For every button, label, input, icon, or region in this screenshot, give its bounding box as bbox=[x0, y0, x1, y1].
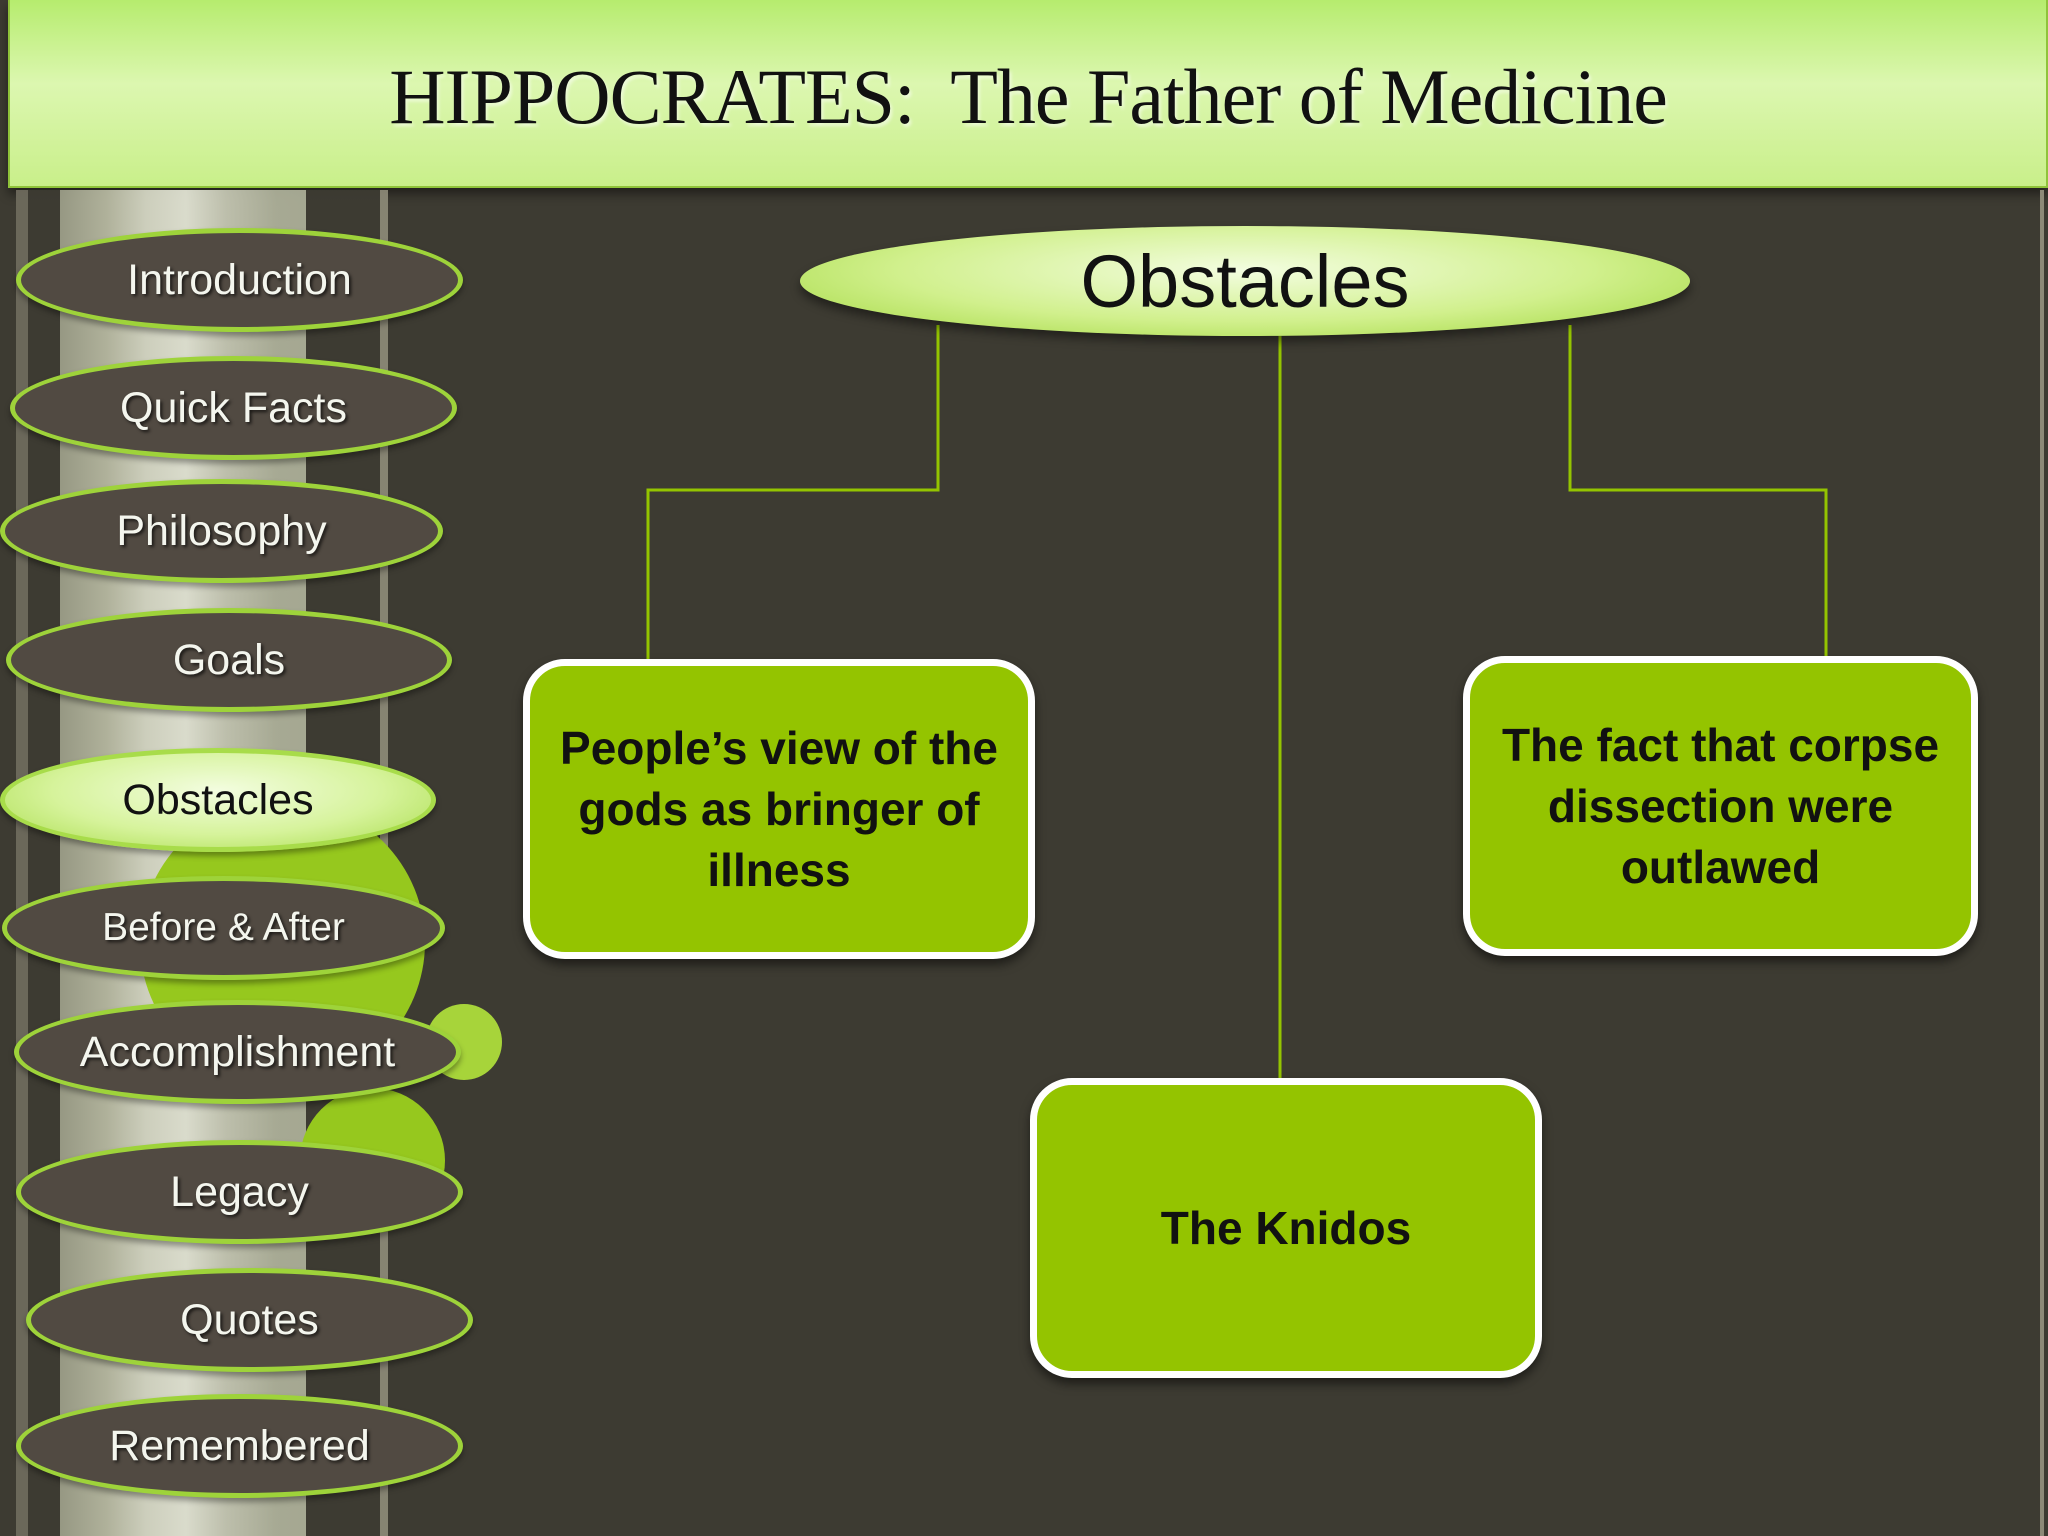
diagram-root-node: Obstacles bbox=[800, 226, 1690, 336]
nav-item-quick-facts[interactable]: Quick Facts bbox=[10, 356, 457, 460]
connector-right bbox=[1568, 325, 1828, 660]
node-label: The Knidos bbox=[1160, 1201, 1412, 1254]
nav-item-remembered[interactable]: Remembered bbox=[16, 1394, 463, 1498]
nav-item-legacy[interactable]: Legacy bbox=[16, 1140, 463, 1244]
nav-label: Before & After bbox=[102, 906, 345, 949]
nav-label: Introduction bbox=[127, 255, 352, 304]
nav-item-quotes[interactable]: Quotes bbox=[26, 1268, 473, 1372]
nav-item-philosophy[interactable]: Philosophy bbox=[0, 479, 443, 583]
node-label: The fact that corpse dissection were out… bbox=[1501, 718, 1940, 893]
nav-label: Quick Facts bbox=[120, 383, 347, 432]
nav-label: Obstacles bbox=[122, 775, 314, 824]
node-label: People’s view of the gods as bringer of … bbox=[560, 721, 998, 896]
slide-title: HIPPOCRATES: The Father of Medicine bbox=[389, 53, 1668, 140]
decorative-edge bbox=[2040, 190, 2044, 1536]
nav-label: Accomplishment bbox=[79, 1027, 396, 1076]
nav-label: Quotes bbox=[180, 1295, 319, 1344]
nav-label: Legacy bbox=[170, 1167, 309, 1216]
nav-label: Remembered bbox=[109, 1421, 370, 1470]
nav-item-goals[interactable]: Goals bbox=[6, 608, 452, 712]
diagram-node-knidos: The Knidos bbox=[1030, 1078, 1542, 1378]
title-bar: HIPPOCRATES: The Father of Medicine bbox=[8, 0, 2048, 188]
nav-label: Goals bbox=[172, 635, 286, 684]
nav-item-before-after[interactable]: Before & After bbox=[2, 876, 445, 980]
diagram-node-dissection: The fact that corpse dissection were out… bbox=[1463, 656, 1978, 956]
connector-left bbox=[646, 325, 940, 662]
diagram-node-gods-view: People’s view of the gods as bringer of … bbox=[523, 659, 1035, 959]
nav-item-accomplishment[interactable]: Accomplishment bbox=[14, 1000, 461, 1104]
nav-item-obstacles[interactable]: Obstacles bbox=[0, 748, 436, 852]
nav-item-introduction[interactable]: Introduction bbox=[16, 228, 463, 332]
root-label: Obstacles bbox=[1080, 239, 1410, 323]
nav-label: Philosophy bbox=[116, 506, 327, 555]
